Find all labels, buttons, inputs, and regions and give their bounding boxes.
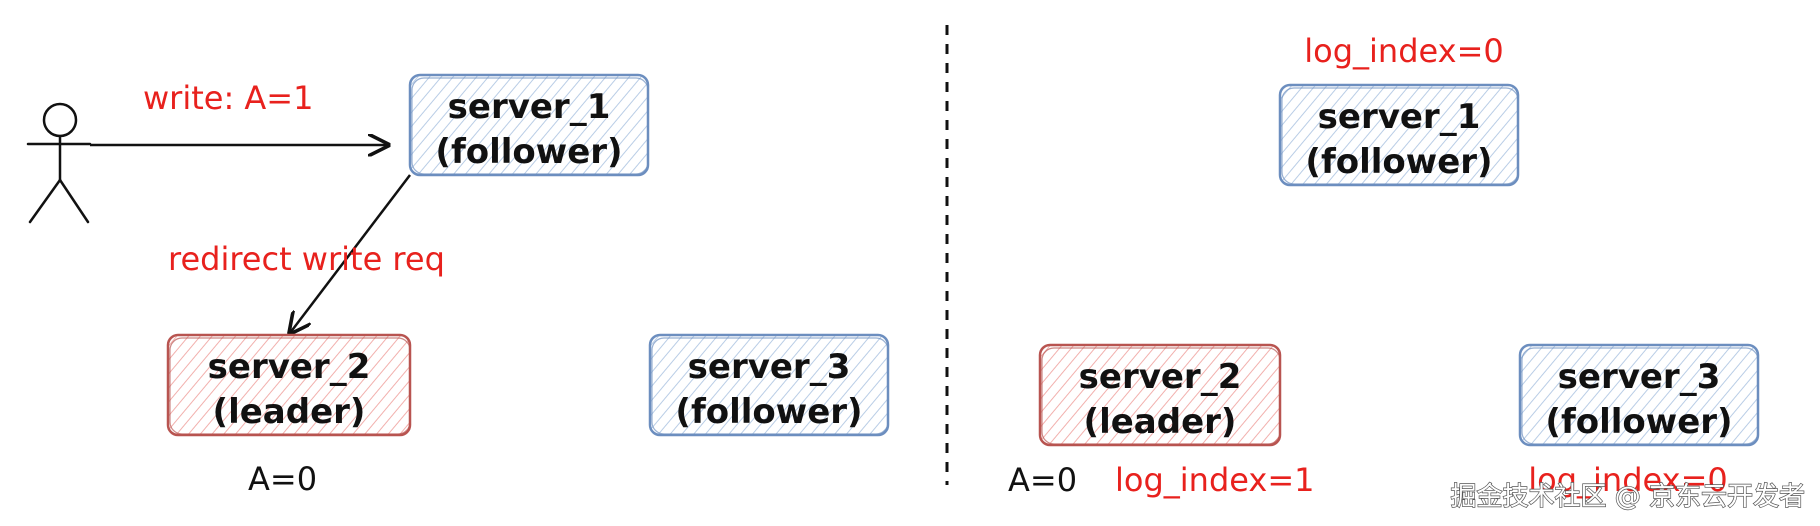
right-server-3-role: (follower) [1545,402,1732,442]
left-server-1-role: (follower) [435,132,622,172]
right-server-3-log-index: log_index=0 [1528,461,1728,499]
right-server-2-value: A=0 [1008,461,1077,499]
right-server-2-log-index: log_index=1 [1115,461,1315,499]
right-server-2-node: server_2 (leader) [1038,343,1282,447]
redirect-arrow [290,174,411,333]
left-server-3-node: server_3 (follower) [648,333,890,437]
write-label: write: A=1 [143,79,313,117]
right-server-2-name: server_2 [1079,357,1242,397]
client-stick-figure [26,102,92,224]
redirect-label: redirect write req [168,240,445,278]
right-server-1-log-index: log_index=0 [1304,32,1504,70]
right-server-3-name: server_3 [1558,357,1721,397]
right-server-1-role: (follower) [1305,142,1492,182]
right-server-3-node: server_3 (follower) [1518,343,1760,447]
left-server-2-node: server_2 (leader) [166,333,412,437]
watermark: 掘金技术社区 @ 京东云开发者 [1450,482,1805,512]
left-server-2-name: server_2 [208,347,371,387]
left-server-1-node: server_1 (follower) [408,73,650,177]
left-server-3-name: server_3 [688,347,851,387]
right-server-2-role: (leader) [1084,402,1237,442]
left-server-2-value: A=0 [248,460,317,498]
left-server-3-role: (follower) [675,392,862,432]
right-server-1-node: server_1 (follower) [1278,83,1520,187]
right-server-1-name: server_1 [1318,97,1481,137]
left-server-2-role: (leader) [213,392,366,432]
left-server-1-name: server_1 [448,87,611,127]
